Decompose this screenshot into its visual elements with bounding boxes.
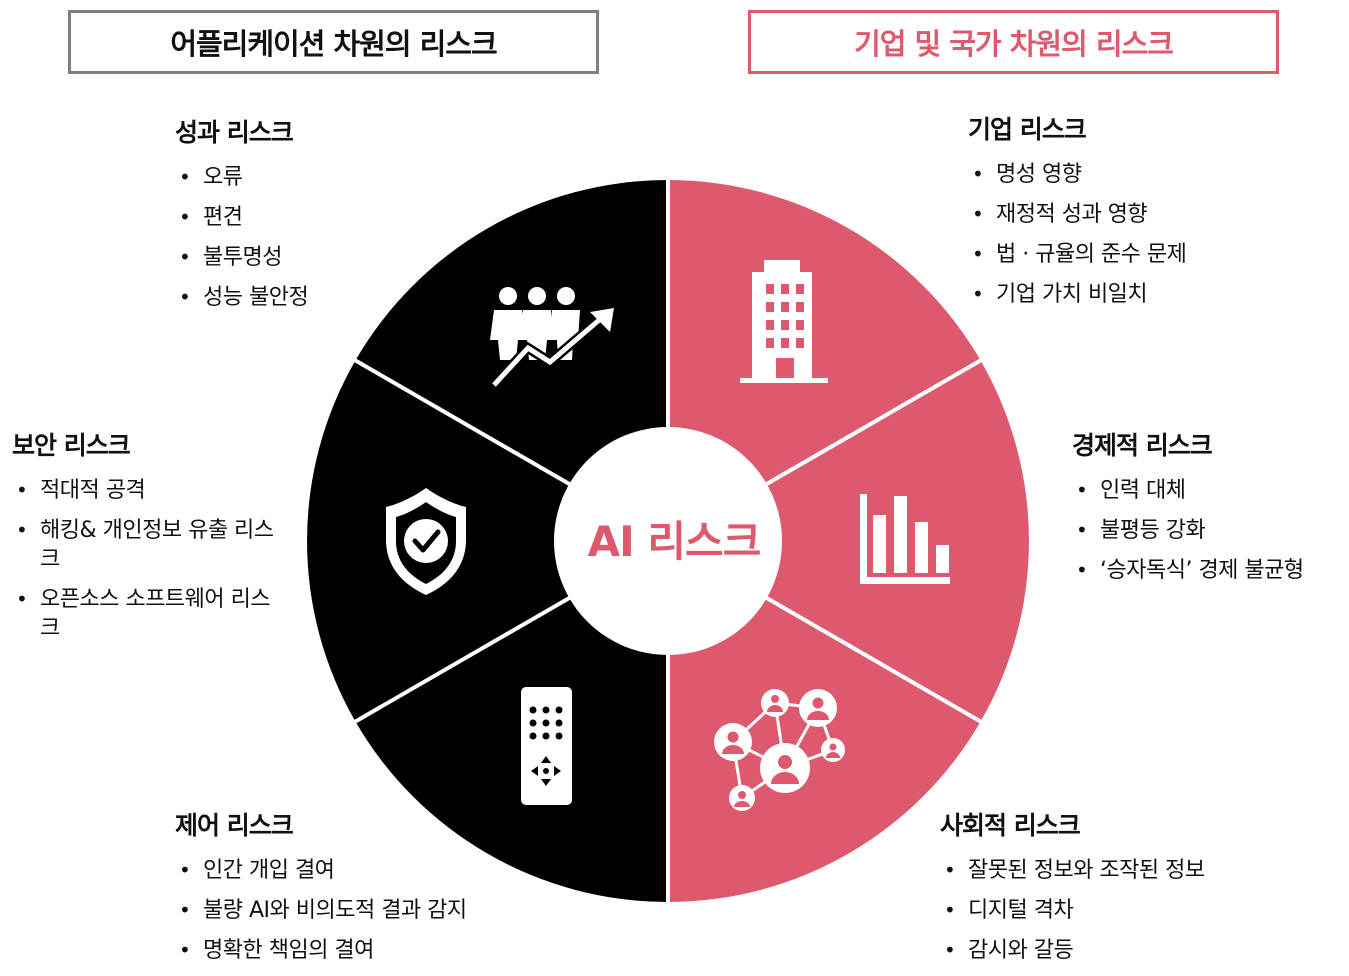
- security-risk-block: 보안 리스크 적대적 공격 해킹& 개인정보 유출 리스크 오픈소스 소프트웨어…: [12, 426, 287, 654]
- list-item: 인력 대체: [1072, 476, 1304, 505]
- enterprise-risk-title: 기업 리스크: [968, 115, 1087, 144]
- list-item: 불투명성: [175, 243, 308, 272]
- security-risk-title: 보안 리스크: [12, 431, 131, 460]
- performance-risk-title: 성과 리스크: [175, 118, 294, 147]
- social-risk-block: 사회적 리스크 잘못된 정보와 조작된 정보 디지털 격차 감시와 갈등: [940, 806, 1205, 976]
- economic-risk-title: 경제적 리스크: [1072, 431, 1213, 460]
- header-enterprise-national-risk-label: 기업 및 국가 차원의 리스크: [854, 27, 1174, 61]
- remote-control-icon: [521, 687, 572, 805]
- wheel-segment-economic: [668, 360, 1029, 722]
- list-item: ‘승자독식’ 경제 불균형: [1072, 556, 1304, 585]
- center-circle: [554, 427, 782, 655]
- list-item: 불평등 강화: [1072, 516, 1304, 545]
- enterprise-risk-list: 명성 영향 재정적 성과 영향 법 · 규율의 준수 문제 기업 가치 비일치: [968, 160, 1187, 309]
- list-item: 인간 개입 결여: [175, 856, 467, 885]
- center-label: AI 리스크: [588, 517, 761, 566]
- wheel-segment-enterprise: [668, 180, 981, 541]
- list-item: 재정적 성과 영향: [968, 200, 1186, 229]
- people-network-icon: [714, 689, 845, 811]
- list-item: 감시와 갈등: [940, 936, 1205, 965]
- social-risk-title: 사회적 리스크: [940, 811, 1081, 840]
- list-item: 해킹& 개인정보 유출 리스크: [12, 516, 287, 574]
- office-building-icon: [740, 260, 828, 383]
- wheel-segment-security: [307, 360, 668, 722]
- list-item: 오픈소스 소프트웨어 리스크: [12, 585, 287, 643]
- security-risk-list: 적대적 공격 해킹& 개인정보 유출 리스크 오픈소스 소프트웨어 리스크: [12, 476, 287, 643]
- list-item: 명확한 책임의 결여: [175, 936, 467, 965]
- header-application-risk-label: 어플리케이션 차원의 리스크: [170, 27, 497, 61]
- list-item: 기업 가치 비일치: [968, 280, 1186, 309]
- social-risk-list: 잘못된 정보와 조작된 정보 디지털 격차 감시와 갈등: [940, 856, 1205, 965]
- list-item: 불량 AI와 비의도적 결과 감지: [175, 896, 467, 925]
- header-enterprise-national-risk: 기업 및 국가 차원의 리스크: [748, 10, 1279, 74]
- header-application-risk: 어플리케이션 차원의 리스크: [68, 10, 599, 74]
- list-item: 법 · 규율의 준수 문제: [968, 240, 1187, 269]
- control-risk-list: 인간 개입 결여 불량 AI와 비의도적 결과 감지 명확한 책임의 결여: [175, 856, 467, 965]
- list-item: 잘못된 정보와 조작된 정보: [940, 856, 1205, 885]
- economic-risk-list: 인력 대체 불평등 강화 ‘승자독식’ 경제 불균형: [1072, 476, 1304, 585]
- enterprise-risk-block: 기업 리스크 명성 영향 재정적 성과 영향 법 · 규율의 준수 문제 기업 …: [968, 110, 1187, 320]
- list-item: 명성 영향: [968, 160, 1186, 189]
- list-item: 적대적 공격: [12, 476, 287, 505]
- list-item: 오류: [175, 163, 308, 192]
- shield-check-icon: [386, 488, 466, 595]
- wheel-segment-control: [355, 541, 668, 902]
- people-growth-icon: [490, 287, 614, 389]
- list-item: 디지털 격차: [940, 896, 1205, 925]
- control-risk-title: 제어 리스크: [175, 811, 294, 840]
- list-item: 편견: [175, 203, 308, 232]
- performance-risk-block: 성과 리스크 오류 편견 불투명성 성능 불안정: [175, 113, 309, 323]
- control-risk-block: 제어 리스크 인간 개입 결여 불량 AI와 비의도적 결과 감지 명확한 책임…: [175, 806, 467, 976]
- bar-chart-icon: [860, 494, 950, 584]
- list-item: 성능 불안정: [175, 283, 309, 312]
- performance-risk-list: 오류 편견 불투명성 성능 불안정: [175, 163, 309, 312]
- economic-risk-block: 경제적 리스크 인력 대체 불평등 강화 ‘승자독식’ 경제 불균형: [1072, 426, 1304, 596]
